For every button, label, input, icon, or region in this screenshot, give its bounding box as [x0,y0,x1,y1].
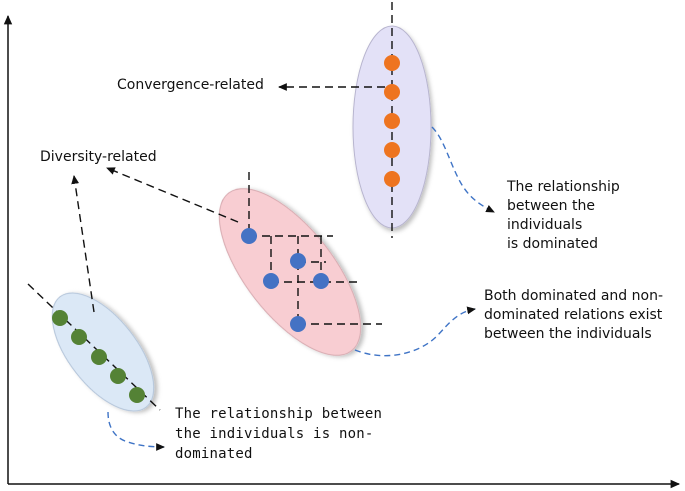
green-point [129,387,145,403]
orange-point [384,171,400,187]
orange-point [384,84,400,100]
diversity-points [52,310,145,403]
convergence-label: Convergence-related [117,77,264,93]
convergence-points [384,55,400,187]
diversity-arrow-from-mixed [106,167,239,223]
mixed-points [241,228,329,332]
dominance-lines [248,172,382,326]
blue-point [313,273,329,289]
blue-point [241,228,257,244]
nondominated-relation-label: The relationship between the individuals… [175,406,383,462]
nondominated-curve-arrow [107,411,165,451]
green-point [71,329,87,345]
mixed-relation-label: Both dominated and non- dominated relati… [484,288,664,342]
green-point [110,368,126,384]
green-point [52,310,68,326]
orange-point [384,55,400,71]
diversity-label: Diversity-related [40,149,157,165]
dominated-curve-arrow [431,126,495,213]
mixed-ellipse [218,188,362,356]
blue-point [263,273,279,289]
diversity-guide-line [27,283,161,411]
blue-point [290,316,306,332]
mixed-curve-arrow [354,306,476,357]
orange-point [384,113,400,129]
dominated-relation-label: The relationship between the individuals… [507,179,620,252]
blue-point [290,253,306,269]
green-point [91,349,107,365]
diversity-arrow-from-green [71,175,95,313]
orange-point [384,142,400,158]
